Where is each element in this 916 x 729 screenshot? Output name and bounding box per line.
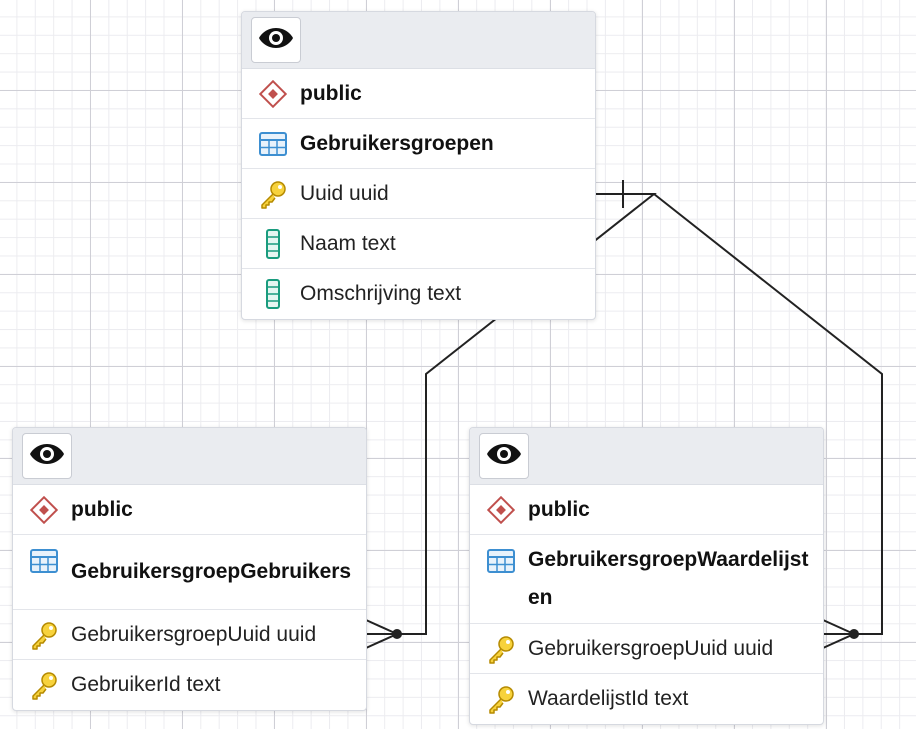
- eye-icon: [486, 443, 522, 470]
- column-row[interactable]: Uuid uuid: [242, 169, 595, 219]
- schema-icon: [29, 495, 59, 525]
- table-node-gebruikersgroepen[interactable]: public Gebruikersgroepen Uuid uuid Naam …: [241, 11, 596, 320]
- table-name-row: GebruikersgroepGebruikers: [13, 535, 366, 610]
- column-label: WaardelijstId text: [528, 687, 689, 710]
- schema-row: public: [242, 69, 595, 119]
- column-icon: [258, 279, 288, 309]
- view-button[interactable]: [22, 433, 72, 479]
- column-label: Omschrijving text: [300, 282, 462, 305]
- schema-icon: [258, 79, 288, 109]
- column-label: Naam text: [300, 231, 396, 255]
- column-icon: [258, 228, 288, 259]
- primary-key-icon: [486, 684, 516, 714]
- node-header: [13, 428, 366, 485]
- primary-key-icon: [29, 620, 59, 650]
- crowfoot-marker-gebruikers: [365, 619, 398, 649]
- primary-key-icon: [258, 179, 288, 209]
- table-name-row: Gebruikersgroepen: [242, 119, 595, 169]
- table-name: Gebruikersgroepen: [300, 131, 494, 155]
- schema-icon: [486, 495, 516, 525]
- column-row[interactable]: GebruikerId text: [13, 660, 366, 710]
- view-button[interactable]: [251, 17, 301, 63]
- relation-line-waardelijsten[interactable]: [653, 193, 883, 635]
- crowfoot-marker-waardelijsten: [822, 619, 855, 649]
- column-row[interactable]: GebruikersgroepUuid uuid: [470, 624, 823, 674]
- view-button[interactable]: [479, 433, 529, 479]
- crowfoot-dot: [392, 629, 402, 639]
- schema-row: public: [13, 485, 366, 535]
- schema-row: public: [470, 485, 823, 535]
- table-icon: [29, 546, 59, 576]
- table-name: GebruikersgroepWaardelijsten: [528, 548, 809, 609]
- column-label: GebruikerId text: [71, 673, 221, 696]
- column-label: GebruikersgroepUuid uuid: [71, 622, 317, 646]
- table-node-gebruikersgroepwaardelijsten[interactable]: public GebruikersgroepWaardelijsten Gebr…: [469, 427, 824, 725]
- table-icon: [486, 546, 516, 576]
- column-row[interactable]: GebruikersgroepUuid uuid: [13, 610, 366, 660]
- primary-key-icon: [29, 670, 59, 700]
- node-header: [470, 428, 823, 485]
- primary-key-icon: [486, 634, 516, 664]
- column-label: GebruikersgroepUuid uuid: [528, 636, 774, 660]
- relation-line-gebruikers[interactable]: [397, 193, 657, 635]
- table-name: GebruikersgroepGebruikers: [71, 560, 352, 583]
- column-row[interactable]: Naam text: [242, 219, 595, 269]
- column-label: Uuid uuid: [300, 181, 389, 205]
- schema-label: public: [528, 497, 590, 521]
- table-name-row: GebruikersgroepWaardelijsten: [470, 535, 823, 624]
- table-node-gebruikersgroepgebruikers[interactable]: public GebruikersgroepGebruikers Gebruik…: [12, 427, 367, 711]
- column-row[interactable]: Omschrijving text: [242, 269, 595, 319]
- schema-label: public: [300, 81, 362, 105]
- node-header: [242, 12, 595, 69]
- column-row[interactable]: WaardelijstId text: [470, 674, 823, 724]
- table-icon: [258, 129, 288, 159]
- crowfoot-dot: [849, 629, 859, 639]
- schema-label: public: [71, 497, 133, 521]
- eye-icon: [258, 27, 294, 54]
- eye-icon: [29, 443, 65, 470]
